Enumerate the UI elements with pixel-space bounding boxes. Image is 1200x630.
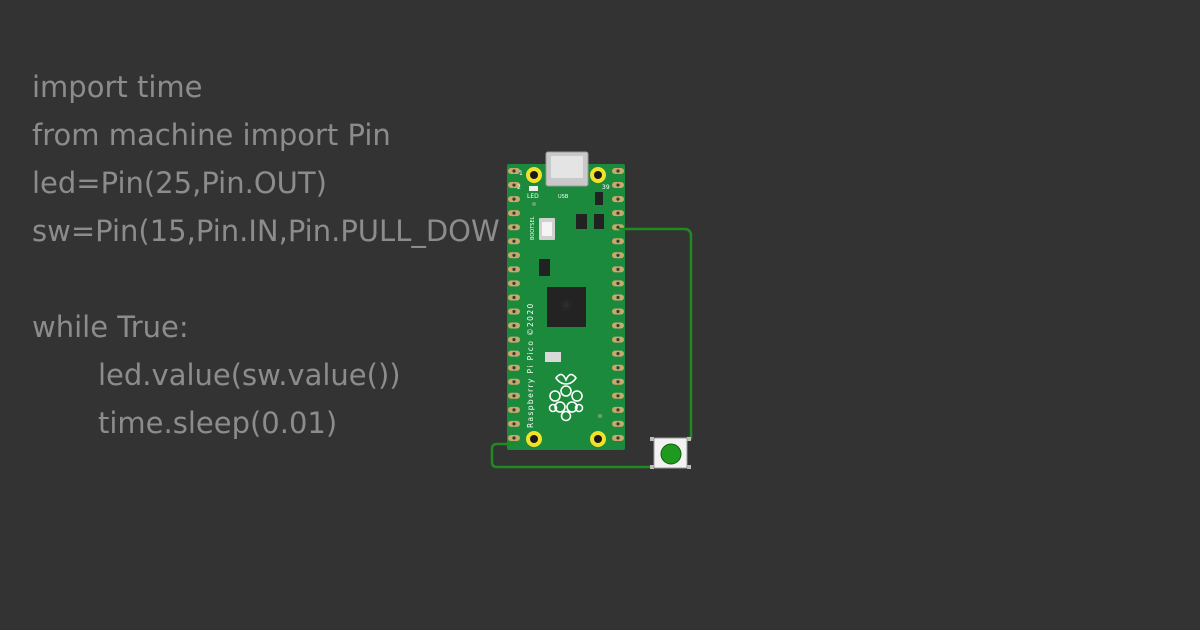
pushbutton-leg (687, 465, 691, 469)
test-point (532, 202, 536, 206)
debug-pad (545, 352, 561, 362)
rp2040-chip (547, 287, 586, 327)
led-label: LED (527, 193, 539, 200)
component-crystal (576, 214, 587, 229)
pushbutton[interactable] (650, 437, 691, 469)
pin-hole (616, 295, 620, 300)
pin-hole (616, 366, 620, 370)
pin-hole (512, 309, 516, 314)
code-line-6: led.value(sw.value()) (98, 358, 401, 392)
onboard-led (529, 186, 538, 191)
pin-hole (512, 352, 516, 356)
component-u1 (595, 192, 603, 205)
pin-hole (616, 408, 620, 412)
pin-hole (616, 394, 620, 398)
pin-hole (512, 436, 516, 440)
pin-hole (616, 352, 620, 356)
pin-hole (616, 422, 620, 426)
pin-hole (512, 183, 516, 187)
component-flash (539, 259, 550, 276)
code-line-3: led=Pin(25,Pin.OUT) (32, 166, 327, 200)
pin-hole (512, 422, 516, 426)
test-point-2 (598, 414, 602, 418)
pin-hole (512, 366, 516, 370)
pin-hole (512, 267, 516, 271)
code-line-2: from machine import Pin (32, 118, 391, 152)
pin-first-label: 2 (517, 184, 521, 191)
pin-hole (512, 197, 516, 201)
pin-hole (616, 225, 620, 229)
right-pin-header (612, 168, 624, 441)
usb-label: USB (558, 194, 569, 200)
pin-hole (616, 197, 620, 201)
component-regulator (594, 214, 604, 229)
code-line-4: sw=Pin(15,Pin.IN,Pin.PULL_DOW (32, 214, 500, 248)
pin-hole (512, 281, 516, 285)
pin-hole (616, 436, 620, 440)
raspberry-pi-logo-icon (548, 373, 584, 422)
bootsel-label: BOOTSEL (530, 216, 536, 240)
board-name-label: Raspberry Pi Pico ©2020 (526, 302, 535, 428)
pin-one-label: 1 (519, 170, 523, 177)
code-line-5: while True: (32, 310, 189, 344)
pushbutton-cap[interactable] (660, 443, 682, 465)
pin-hole (616, 267, 620, 271)
pin-hole (616, 338, 620, 342)
pin-hole (512, 380, 516, 384)
usb-connector-face (551, 156, 583, 178)
pushbutton-leg (650, 437, 654, 441)
pin-last-label: 39 (602, 184, 610, 191)
pin-hole (616, 211, 620, 215)
wire-3v3-to-button[interactable] (490, 442, 658, 469)
pin-hole (512, 323, 516, 328)
pin-hole (512, 169, 516, 173)
mounting-hole (594, 171, 602, 179)
code-line-7: time.sleep(0.01) (98, 406, 338, 440)
pin-hole (616, 183, 620, 187)
pushbutton-leg (650, 465, 654, 469)
pin-hole (616, 239, 620, 243)
pin-hole (616, 253, 620, 257)
pin-hole (512, 394, 516, 398)
rp2040-logo-icon: ❀ (560, 298, 572, 314)
code-line-1: import time (32, 70, 203, 104)
pushbutton-leg (687, 437, 691, 441)
pico-board[interactable]: 1 2 39 LED USB BOOTSEL ❀ Raspberry Pi Pi… (507, 151, 625, 450)
pin-hole (512, 225, 516, 229)
mounting-hole (530, 171, 538, 179)
mounting-hole (530, 435, 538, 443)
bootsel-button-cap (542, 222, 552, 236)
pin-hole (616, 281, 620, 285)
pin-hole (616, 169, 620, 173)
pin-hole (512, 239, 516, 243)
wire-gp15-to-button[interactable] (618, 227, 693, 440)
mounting-hole (594, 435, 602, 443)
pin-hole (616, 380, 620, 384)
pin-hole (512, 338, 516, 342)
pin-hole (616, 309, 620, 314)
mounting-holes (526, 167, 606, 447)
pin-hole (512, 408, 516, 412)
pin-hole (512, 211, 516, 215)
left-pin-header (508, 168, 520, 441)
pin-hole (616, 323, 620, 328)
pin-hole (512, 295, 516, 300)
pin-hole (512, 253, 516, 257)
